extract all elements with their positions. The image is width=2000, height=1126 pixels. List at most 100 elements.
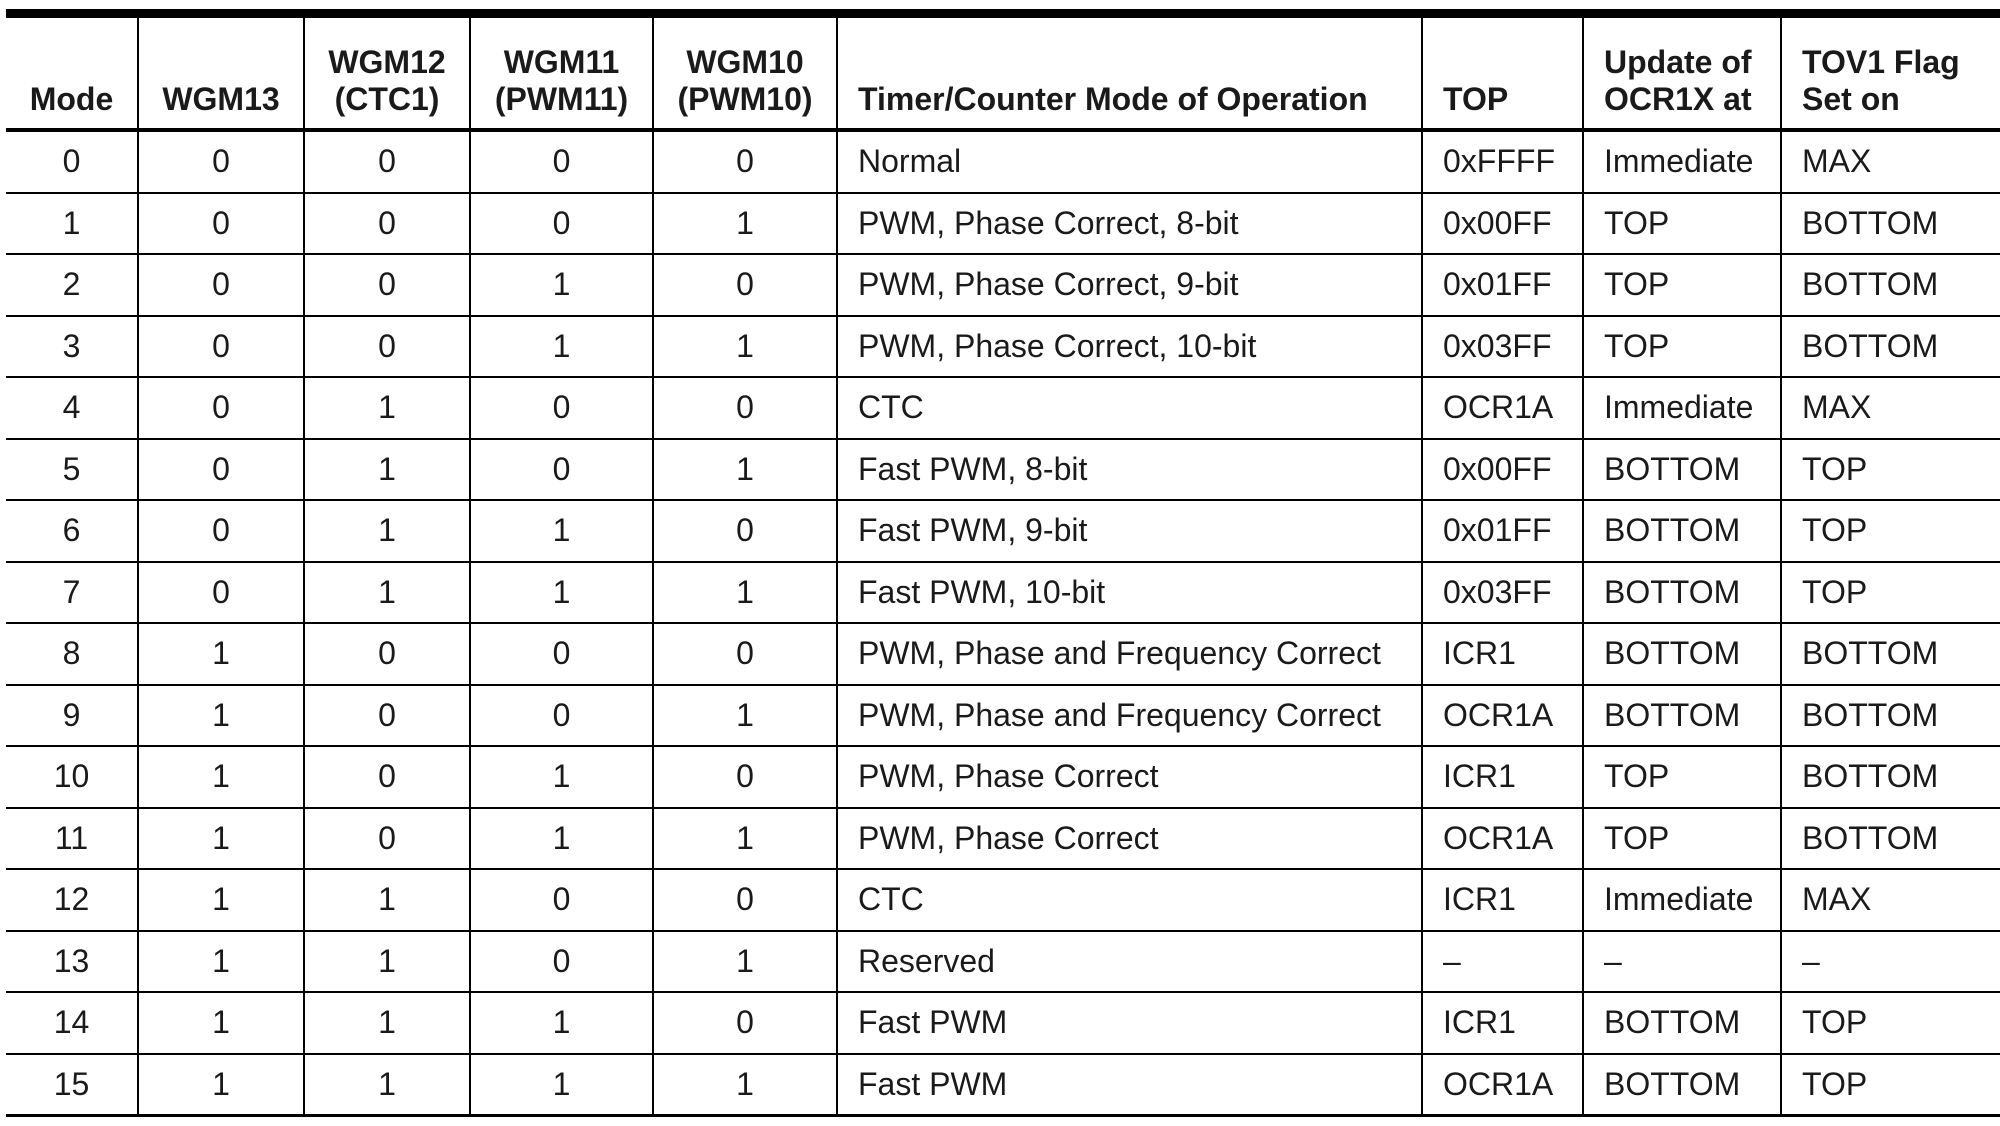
table-cell-wgm13: 1 (137, 992, 305, 1055)
table-cell-wgm11: 0 (469, 869, 654, 932)
table-cell-wgm13: 1 (137, 1053, 305, 1116)
table-cell-wgm13: 1 (137, 869, 305, 932)
table-cell-update: BOTTOM (1582, 992, 1782, 1055)
table-cell-wgm11: 1 (469, 561, 654, 624)
table-cell-mode: 1 (6, 192, 139, 255)
table-cell-top: ICR1 (1421, 992, 1584, 1055)
column-header-tov1-label: TOV1 Flag (1802, 44, 1960, 81)
table-cell-wgm11: 1 (469, 807, 654, 870)
waveform-generation-mode-table: Mode WGM13 WGM12 (CTC1) WGM11 (PWM11) WG… (6, 9, 2000, 1117)
table-cell-wgm12: 1 (303, 500, 471, 563)
table-cell-wgm12: 0 (303, 684, 471, 747)
table-cell-mode: 10 (6, 746, 139, 809)
table-cell-tov1: TOP (1780, 1053, 2000, 1116)
table-cell-mode: 4 (6, 377, 139, 440)
table-cell-update: TOP (1582, 315, 1782, 378)
table-cell-top: 0x01FF (1421, 500, 1584, 563)
table-cell-top: 0x03FF (1421, 561, 1584, 624)
table-cell-operation: Reserved (836, 930, 1423, 993)
table-cell-top: 0x01FF (1421, 254, 1584, 317)
table-cell-wgm11: 1 (469, 254, 654, 317)
table-cell-wgm12: 1 (303, 869, 471, 932)
table-cell-wgm11: 0 (469, 377, 654, 440)
column-header-wgm13-label: WGM13 (162, 81, 280, 118)
table-cell-update: BOTTOM (1582, 623, 1782, 686)
table-cell-wgm10: 0 (652, 992, 838, 1055)
table-cell-wgm10: 1 (652, 684, 838, 747)
table-cell-tov1: BOTTOM (1780, 254, 2000, 317)
column-header-operation: Timer/Counter Mode of Operation (836, 13, 1423, 132)
table-cell-tov1: – (1780, 930, 2000, 993)
table-cell-wgm10: 1 (652, 192, 838, 255)
column-header-update-sublabel: OCR1X at (1604, 81, 1752, 118)
table-cell-wgm11: 0 (469, 192, 654, 255)
table-cell-wgm10: 1 (652, 315, 838, 378)
table-cell-wgm10: 1 (652, 561, 838, 624)
column-header-mode: Mode (6, 13, 139, 132)
table-cell-wgm10: 0 (652, 254, 838, 317)
table-cell-operation: CTC (836, 869, 1423, 932)
table-cell-wgm13: 0 (137, 500, 305, 563)
column-header-wgm11-sublabel: (PWM11) (494, 81, 629, 118)
column-header-wgm10: WGM10 (PWM10) (652, 13, 838, 132)
column-header-wgm11: WGM11 (PWM11) (469, 13, 654, 132)
table-cell-tov1: TOP (1780, 438, 2000, 501)
table-cell-top: OCR1A (1421, 807, 1584, 870)
table-cell-mode: 9 (6, 684, 139, 747)
table-cell-wgm10: 1 (652, 930, 838, 993)
table-cell-top: ICR1 (1421, 869, 1584, 932)
table-cell-tov1: TOP (1780, 992, 2000, 1055)
table-cell-mode: 7 (6, 561, 139, 624)
table-cell-wgm12: 1 (303, 992, 471, 1055)
table-cell-wgm11: 0 (469, 130, 654, 194)
table-cell-operation: Fast PWM, 10-bit (836, 561, 1423, 624)
table-cell-mode: 13 (6, 930, 139, 993)
table-cell-wgm12: 0 (303, 254, 471, 317)
table-cell-wgm12: 1 (303, 377, 471, 440)
table-cell-top: OCR1A (1421, 684, 1584, 747)
table-cell-mode: 14 (6, 992, 139, 1055)
table-cell-wgm11: 1 (469, 500, 654, 563)
table-cell-update: BOTTOM (1582, 438, 1782, 501)
table-cell-wgm12: 1 (303, 1053, 471, 1116)
column-header-update-label: Update of (1604, 44, 1752, 81)
table-cell-wgm10: 0 (652, 500, 838, 563)
table-cell-mode: 12 (6, 869, 139, 932)
table-cell-wgm12: 0 (303, 130, 471, 194)
table-cell-top: ICR1 (1421, 746, 1584, 809)
table-cell-update: TOP (1582, 746, 1782, 809)
table-cell-wgm13: 0 (137, 377, 305, 440)
table-cell-wgm12: 1 (303, 438, 471, 501)
table-cell-tov1: BOTTOM (1780, 315, 2000, 378)
table-cell-wgm13: 0 (137, 254, 305, 317)
table-cell-mode: 8 (6, 623, 139, 686)
table-cell-operation: Normal (836, 130, 1423, 194)
table-cell-tov1: TOP (1780, 561, 2000, 624)
table-cell-wgm13: 1 (137, 930, 305, 993)
table-cell-operation: PWM, Phase Correct (836, 746, 1423, 809)
table-cell-tov1: MAX (1780, 130, 2000, 194)
table-cell-wgm11: 1 (469, 746, 654, 809)
table-cell-tov1: BOTTOM (1780, 684, 2000, 747)
table-cell-tov1: MAX (1780, 377, 2000, 440)
column-header-wgm12-sublabel: (CTC1) (334, 81, 440, 118)
table-cell-update: Immediate (1582, 869, 1782, 932)
table-cell-wgm11: 0 (469, 684, 654, 747)
table-cell-operation: PWM, Phase and Frequency Correct (836, 623, 1423, 686)
table-cell-tov1: MAX (1780, 869, 2000, 932)
column-header-wgm13: WGM13 (137, 13, 305, 132)
column-header-top: TOP (1421, 13, 1584, 132)
table-header-row: Mode WGM13 WGM12 (CTC1) WGM11 (PWM11) WG… (6, 13, 2000, 132)
table-cell-wgm13: 1 (137, 807, 305, 870)
table-cell-top: 0xFFFF (1421, 130, 1584, 194)
